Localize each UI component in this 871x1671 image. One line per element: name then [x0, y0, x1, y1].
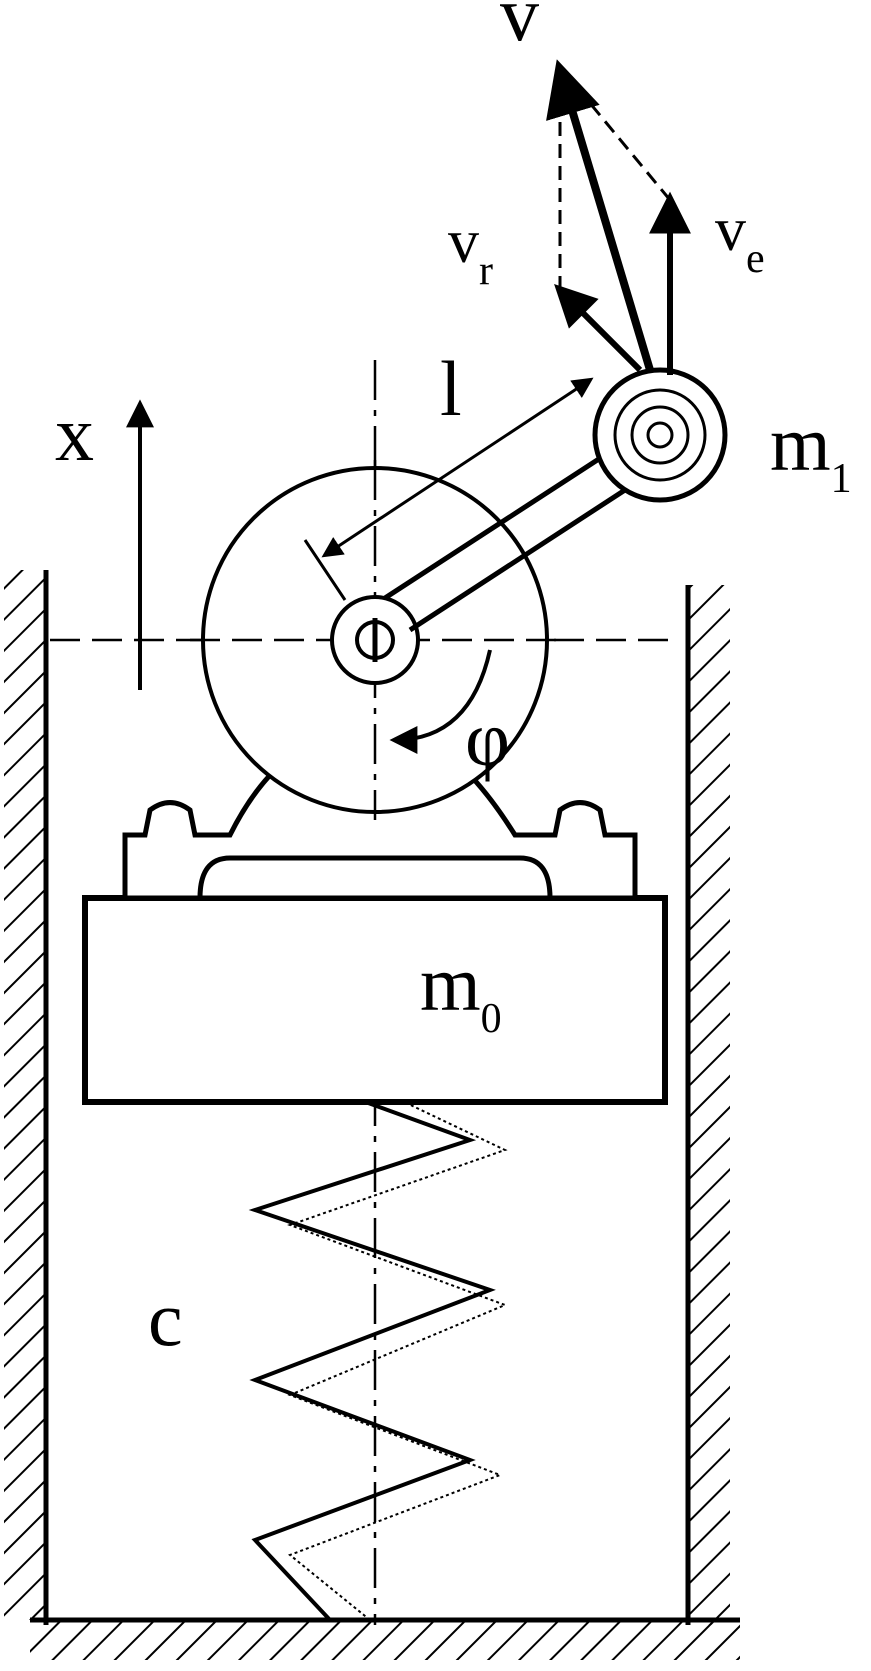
- label-c: c: [148, 1275, 183, 1362]
- length-dimension-l: [303, 377, 594, 601]
- velocity-vr-arrow: [554, 284, 643, 373]
- label-x: x: [55, 390, 94, 477]
- rotation-arrow-phi: [389, 649, 492, 754]
- spring: [248, 1098, 508, 1622]
- label-vr: vr: [448, 208, 493, 294]
- ground: [30, 1617, 740, 1660]
- label-m0: m0: [420, 940, 502, 1042]
- label-v: v: [500, 0, 539, 57]
- mass-m0-block: [82, 895, 668, 1105]
- label-m1: m1: [770, 400, 852, 502]
- left-wall: [4, 570, 49, 1625]
- velocity-v-arrow: [546, 59, 654, 372]
- label-phi: φ: [465, 695, 510, 782]
- label-l: l: [440, 345, 462, 432]
- mass-m1: [592, 367, 728, 503]
- right-wall: [685, 585, 730, 1625]
- parallelogram-construction: [558, 80, 672, 290]
- label-ve: ve: [715, 196, 765, 282]
